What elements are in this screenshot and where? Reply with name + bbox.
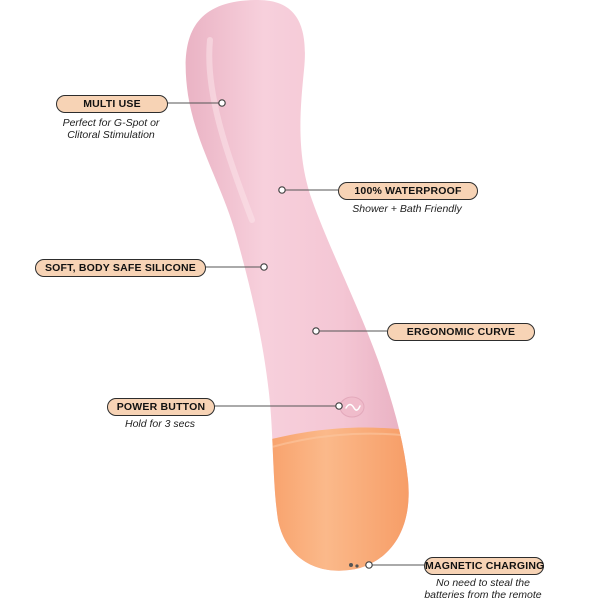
- callout-label-waterproof: 100% WATERPROOF: [338, 182, 478, 200]
- callout-label-silicone: SOFT, BODY SAFE SILICONE: [35, 259, 206, 277]
- callout-dot-power: [335, 402, 343, 410]
- callout-text-charging-line1: No need to steal the: [436, 577, 530, 589]
- charging-contacts: [349, 563, 359, 568]
- callout-text-charging-line2: batteries from the remote: [424, 589, 542, 601]
- leader-dots: [218, 99, 373, 569]
- callout-dot-waterproof: [278, 186, 286, 194]
- callout-dot-charging: [365, 561, 373, 569]
- callout-dot-ergonomic: [312, 327, 320, 335]
- callout-text-waterproof: Shower + Bath Friendly: [352, 203, 462, 215]
- callout-label-charging: MAGNETIC CHARGING: [424, 557, 544, 575]
- callout-text-multi-use-line2: Clitoral Stimulation: [67, 129, 155, 141]
- vibrator-body: [185, 0, 409, 571]
- leader-lines: [166, 102, 424, 566]
- power-button-graphic: [339, 396, 365, 418]
- callout-label-power: POWER BUTTON: [107, 398, 215, 416]
- callout-text-multi-use-line1: Perfect for G-Spot or: [62, 117, 160, 129]
- callout-label-multi-use: MULTI USE: [56, 95, 168, 113]
- callout-dot-silicone: [260, 263, 268, 271]
- charging-tip: [250, 427, 409, 571]
- callout-dot-multi-use: [218, 99, 226, 107]
- callout-text-power: Hold for 3 secs: [124, 418, 196, 430]
- callout-label-ergonomic: ERGONOMIC CURVE: [387, 323, 535, 341]
